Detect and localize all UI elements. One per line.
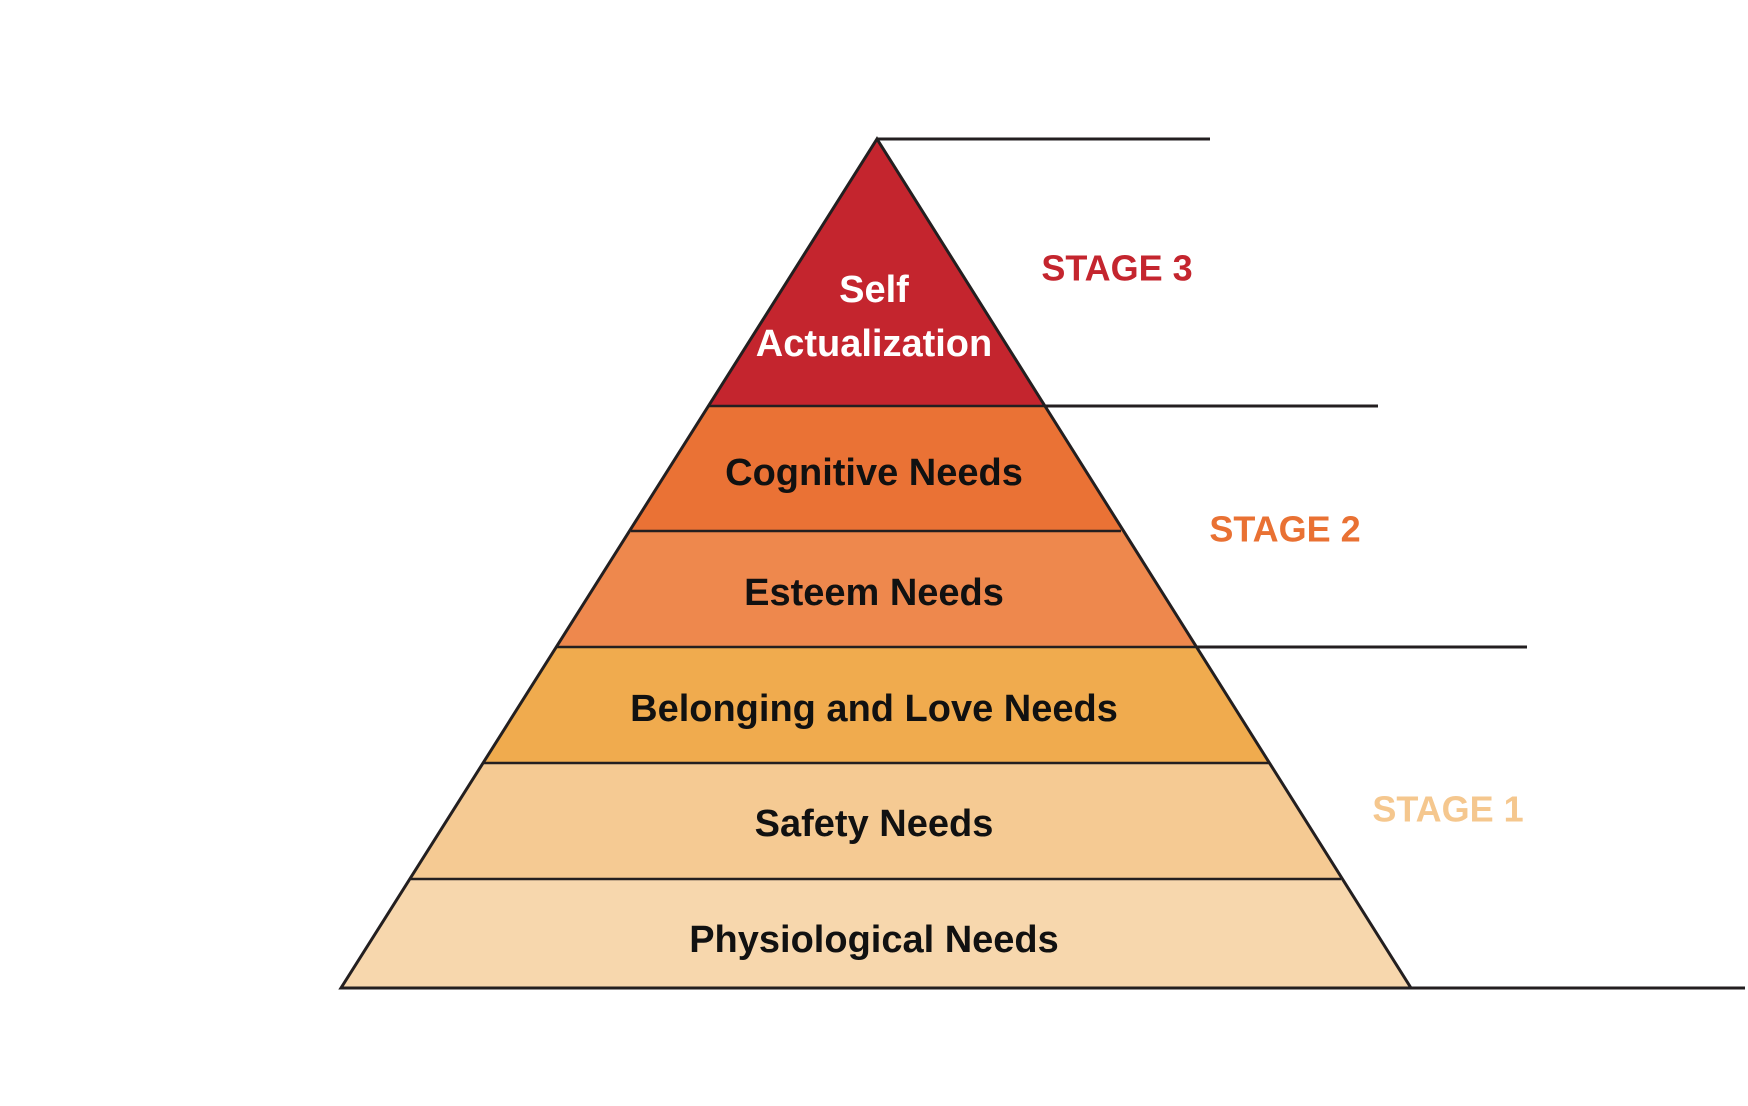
tier-physiological-needs-band <box>341 879 1411 988</box>
tier-label-actualization: Actualization <box>756 323 992 365</box>
tier-label-safety-needs: Safety Needs <box>755 803 994 845</box>
tier-label-belonging-love-needs: Belonging and Love Needs <box>630 688 1118 730</box>
pyramid-outline <box>338 136 1414 990</box>
stage-labels: STAGE 3 STAGE 2 STAGE 1 <box>1041 248 1523 830</box>
stage-label-3: STAGE 3 <box>1041 248 1192 289</box>
stage-bracket-lines <box>877 137 1745 990</box>
tier-belonging-love-needs-band <box>483 647 1270 763</box>
pyramid-tiers <box>341 139 1411 988</box>
tier-self-actualization-band <box>708 139 1045 406</box>
tier-esteem-needs-band <box>556 531 1197 647</box>
tier-label-self: Self <box>839 269 909 311</box>
pyramid-outline-group <box>338 136 1414 990</box>
tier-cognitive-needs-band <box>629 406 1124 531</box>
tier-safety-needs-band <box>409 763 1343 879</box>
tier-label-esteem-needs: Esteem Needs <box>744 572 1004 614</box>
tier-label-cognitive-needs: Cognitive Needs <box>725 452 1023 494</box>
tier-label-physiological-needs: Physiological Needs <box>689 919 1059 961</box>
stage-label-2: STAGE 2 <box>1209 509 1360 550</box>
tier-labels: Self Actualization Cognitive Needs Estee… <box>630 269 1118 961</box>
stage-label-1: STAGE 1 <box>1372 789 1523 830</box>
